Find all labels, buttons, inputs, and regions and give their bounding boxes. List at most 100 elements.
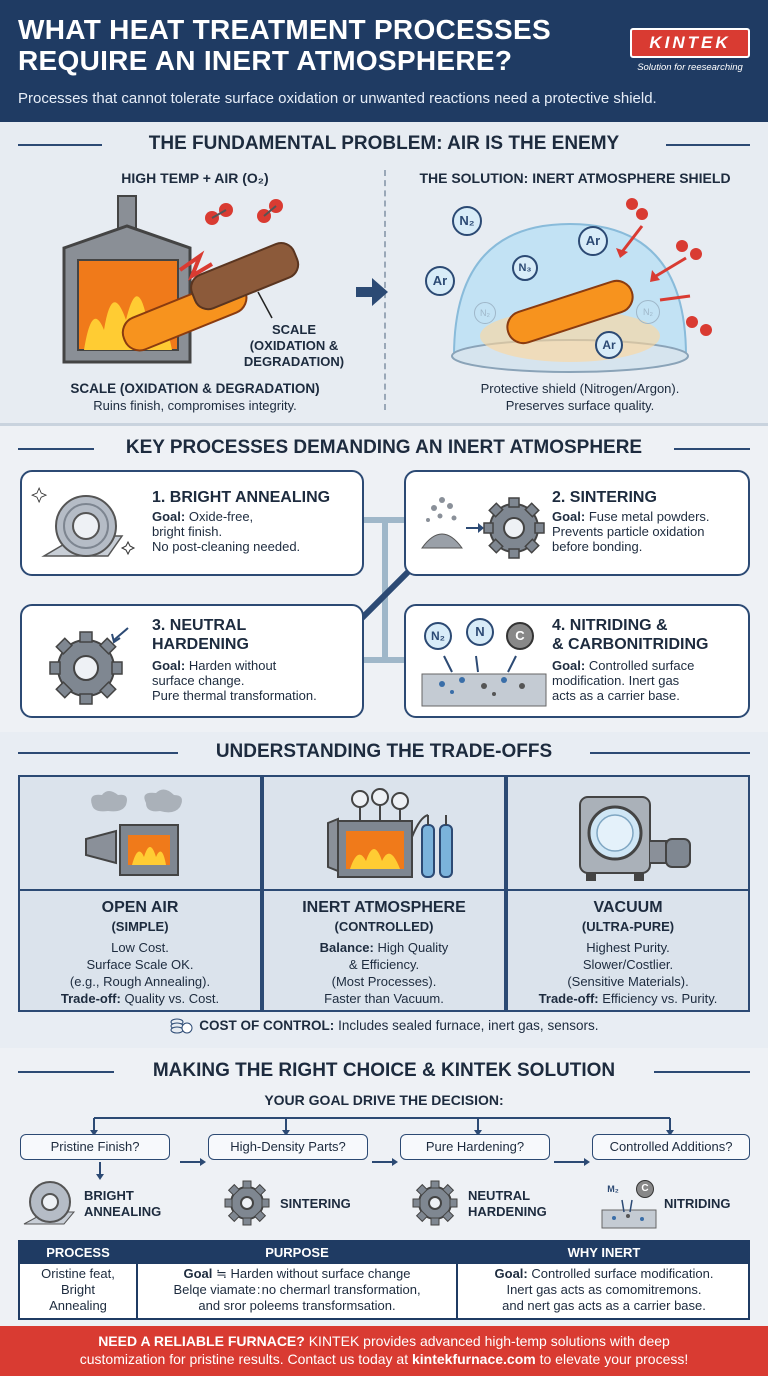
logo-tagline: Solution for reesearching	[637, 62, 743, 73]
column-subtitle: (SIMPLE)	[111, 919, 169, 934]
gas-bubble-n2: N₂	[452, 206, 482, 236]
column-text: Low Cost. Surface Scale OK. (e.g., Rough…	[20, 939, 260, 1007]
choice-controlled-additions[interactable]: Controlled Additions?	[592, 1134, 750, 1160]
gear-icon	[49, 627, 129, 705]
tradeoff-label: Trade-off:	[60, 991, 121, 1006]
result-bright-annealing: BRIGHT ANNEALING	[84, 1188, 161, 1220]
title-rule-left	[18, 144, 102, 146]
card-desc-line-3: acts as a carrier base.	[552, 688, 680, 703]
kintek-logo[interactable]: KINTEK Solution for reesearching	[630, 28, 750, 73]
result-sintering: SINTERING	[280, 1196, 351, 1212]
result-line-2: ANNEALING	[84, 1204, 162, 1219]
right-caption-text: Preserves surface quality.	[505, 398, 655, 413]
c-atom-icon: C	[636, 1180, 654, 1198]
gas-bubble-ar-bottom: Ar	[595, 331, 623, 359]
title-rule-right	[654, 1071, 750, 1073]
cost-of-control-note: COST OF CONTROL: Includes sealed furnace…	[0, 1018, 768, 1034]
column-subtitle: (ULTRA-PURE)	[581, 919, 675, 934]
column-line-2: Slower/Costlier.	[582, 957, 674, 972]
card-desc-line-2: surface change.	[152, 673, 245, 688]
goal-label: Goal:	[152, 658, 186, 673]
tradeoff-inert-atmosphere[interactable]: INERT ATMOSPHERE (CONTROLLED) Balance: H…	[262, 775, 506, 1012]
left-caption-title: SCALE (OXIDATION & DEGRADATION)	[70, 381, 320, 396]
title-rule-right	[590, 752, 750, 754]
table-cell-line-2: Inert gas acts as comomitremons.	[506, 1282, 702, 1297]
choice-subtitle: YOUR GOAL DRIVE THE DECISION:	[264, 1092, 504, 1108]
choice-high-density-parts[interactable]: High-Density Parts?	[208, 1134, 368, 1160]
m2-molecule-icon: M₂	[607, 1184, 619, 1194]
goal-label: Goal:	[552, 658, 586, 673]
left-label: HIGH TEMP + AIR (O₂)	[121, 170, 269, 186]
table-cell-glyph: ≒	[216, 1266, 227, 1281]
surface-diffusion-icon	[421, 655, 547, 707]
card-desc-line-3: before bonding.	[552, 539, 643, 554]
gas-bubble-faded-right: N₂	[636, 300, 660, 324]
column-text: Highest Purity. Slower/Costlier. (Sensit…	[508, 939, 748, 1007]
table-cell-line-1: Harden without surface change	[230, 1266, 411, 1281]
logo-mark: KINTEK	[630, 28, 750, 58]
card-sintering[interactable]: 2. SINTERING Goal: Fuse metal powders. P…	[404, 470, 750, 576]
gear-icon	[412, 1180, 458, 1226]
title-rule-right	[666, 144, 750, 146]
cost-text: Includes sealed furnace, inert gas, sens…	[338, 1018, 599, 1033]
column-line-1: Highest Purity.	[586, 940, 670, 955]
page-title: WHAT HEAT TREATMENT PROCESSES REQUIRE AN…	[18, 14, 551, 76]
card-description: Goal: Fuse metal powders. Prevents parti…	[552, 509, 710, 554]
footer-headline: NEED A RELIABLE FURNACE?	[98, 1333, 305, 1349]
result-nitriding: NITRIDING	[664, 1196, 730, 1212]
footer-website-link[interactable]: kintekfurnace.com	[412, 1351, 536, 1367]
card-bright-annealing[interactable]: 1. BRIGHT ANNEALING Goal: Oxide-free, br…	[20, 470, 364, 576]
goal-label: Goal	[183, 1266, 213, 1281]
card-nitriding[interactable]: N₂ N C 4. NITRIDING & & CARBONITRIDING G…	[404, 604, 750, 718]
title-rule-left	[18, 752, 178, 754]
table-cell-line-2: Bright	[61, 1282, 95, 1297]
right-caption: Protective shield (Nitrogen/Argon). Pres…	[410, 380, 750, 414]
balance-label: Balance:	[319, 940, 374, 955]
inert-furnace-with-gas-cylinders-icon	[327, 788, 453, 878]
goal-label: Goal:	[152, 509, 186, 524]
table-cell-line-1: Oristine feat,	[41, 1266, 115, 1281]
table-column-divider	[456, 1242, 458, 1320]
surface-diffusion-icon	[601, 1199, 657, 1229]
gas-bubble-ar-top: Ar	[578, 226, 608, 256]
summary-table: PROCESS PURPOSE WHY INERT Oristine feat,…	[18, 1240, 750, 1320]
card-desc-line-2: Prevents particle oxidation	[552, 524, 705, 539]
card-neutral-hardening[interactable]: 3. NEUTRAL HARDENING Goal: Harden withou…	[20, 604, 364, 718]
choice-arrows	[96, 1158, 590, 1180]
card-desc-line-3: Pure thermal transformation.	[152, 688, 317, 703]
column-line-3: (Sensitive Materials).	[567, 974, 689, 989]
result-line-2: HARDENING	[468, 1204, 547, 1219]
table-cell-line-1: Controlled surface modification.	[531, 1266, 714, 1281]
column-line-4: Efficiency vs. Purity.	[602, 991, 718, 1006]
choice-section-title: MAKING THE RIGHT CHOICE & KINTEK SOLUTIO…	[0, 1060, 768, 1082]
column-line-2: Surface Scale OK.	[86, 957, 194, 972]
tradeoff-vacuum[interactable]: VACUUM (ULTRA-PURE) Highest Purity. Slow…	[506, 775, 750, 1012]
choice-pristine-finish[interactable]: Pristine Finish?	[20, 1134, 170, 1160]
table-column-divider	[136, 1242, 138, 1320]
right-caption-title: Protective shield (Nitrogen/Argon).	[480, 381, 680, 396]
scale-callout-line-3: DEGRADATION)	[243, 354, 345, 369]
tradeoffs-title-text: UNDERSTANDING THE TRADE-OFFS	[215, 741, 553, 762]
inert-shield-dome-illustration	[451, 198, 712, 373]
powder-to-gear-icon	[421, 497, 545, 559]
card-desc-line-3: No post-cleaning needed.	[152, 539, 301, 554]
processes-section-title: KEY PROCESSES DEMANDING AN INERT ATMOSPH…	[0, 437, 768, 459]
card-desc-line-1: Harden without	[188, 658, 277, 673]
column-divider	[508, 889, 748, 891]
arrow-right-icon	[356, 278, 388, 306]
steel-coil-icon	[31, 487, 136, 557]
card-title: 2. SINTERING	[552, 489, 657, 506]
choice-pure-hardening[interactable]: Pure Hardening?	[400, 1134, 550, 1160]
column-divider	[20, 889, 260, 891]
footer-cta: NEED A RELIABLE FURNACE? KINTEK provides…	[0, 1326, 768, 1376]
tradeoff-open-air[interactable]: OPEN AIR (SIMPLE) Low Cost. Surface Scal…	[18, 775, 262, 1012]
table-cell-purpose: Goal ≒ Harden without surface change Bel…	[138, 1266, 456, 1314]
tradeoffs-section-title: UNDERSTANDING THE TRADE-OFFS	[0, 741, 768, 763]
card-title: 4. NITRIDING & & CARBONITRIDING	[552, 616, 708, 654]
column-line-1: Low Cost.	[111, 940, 169, 955]
processes-title-text: KEY PROCESSES DEMANDING AN INERT ATMOSPH…	[125, 437, 643, 458]
coins-icon	[170, 1018, 193, 1034]
card-desc-line-1: Fuse metal powders.	[588, 509, 710, 524]
right-label: THE SOLUTION: INERT ATMOSPHERE SHIELD	[419, 170, 731, 186]
result-line-1: NEUTRAL	[468, 1188, 531, 1203]
